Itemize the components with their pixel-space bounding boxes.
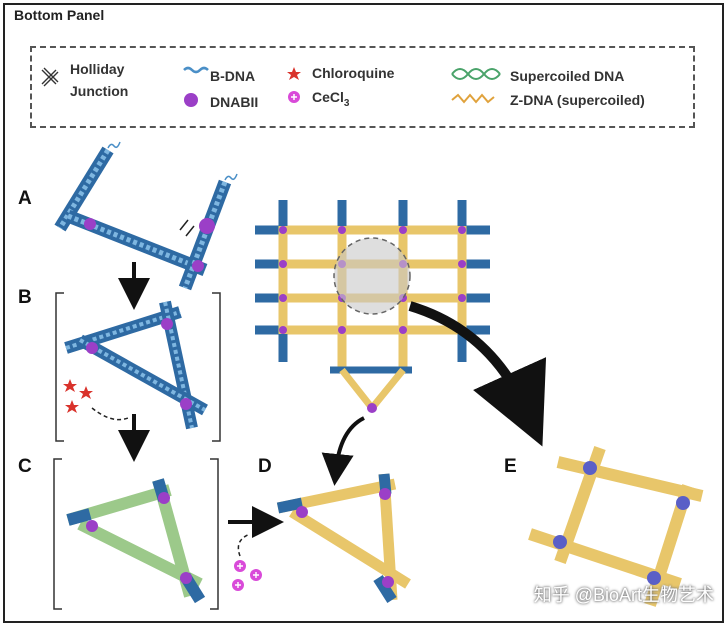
panel-c-bracket [53,458,219,610]
supercoiled-icon [451,68,501,80]
legend-bdna: B-DNA [210,68,256,84]
panel-label-e: E [504,456,517,477]
panel-label-a: A [18,188,32,209]
panel-title: Bottom Panel [14,7,105,23]
legend-supercoiled: Supercoiled DNA [510,68,625,84]
panel-b-triangle [64,300,208,430]
legend-holliday-line1: Holliday [70,61,125,77]
panel-d-triangle [276,473,411,603]
panel-label-c: C [18,456,32,477]
panel-label-d: D [258,456,272,477]
legend-box: Holliday Junction B-DNA DNABII Chloroqui… [30,46,695,128]
watermark: 知乎 @BioArt生物艺术 [533,585,714,605]
legend-dnabii: DNABII [210,94,259,110]
panel-c-triangle [66,478,206,604]
legend-zdna: Z-DNA (supercoiled) [510,92,645,108]
legend-holliday-line2: Junction [70,83,129,99]
legend-icons [41,66,501,107]
holliday-junction-icon [41,67,59,87]
cecl3-dashed-path [237,533,251,557]
legend-cecl3-sub: 3 [343,97,350,109]
lattice-bottom-triangle [330,366,412,413]
figure-frame [3,3,724,623]
panel-e-square [528,446,704,607]
chloroquine-stars [63,379,93,413]
bdna-icon [183,66,209,74]
dnabii-icon [184,93,198,107]
arrow-lattice-to-d [321,416,365,486]
chloroquine-dashed-path [91,407,129,421]
legend-cecl3: CeCl3 [312,88,349,113]
legend-chloroquine: Chloroquine [312,65,395,81]
panel-b-bracket [55,292,221,442]
chloroquine-icon [287,67,301,80]
panel-label-b: B [18,287,32,308]
zdna-icon [451,93,495,104]
zoom-circle [333,237,411,315]
arrow-lattice-to-e [408,301,547,447]
legend-cecl3-base: CeCl [312,89,344,105]
panel-a-junctions [54,141,238,291]
